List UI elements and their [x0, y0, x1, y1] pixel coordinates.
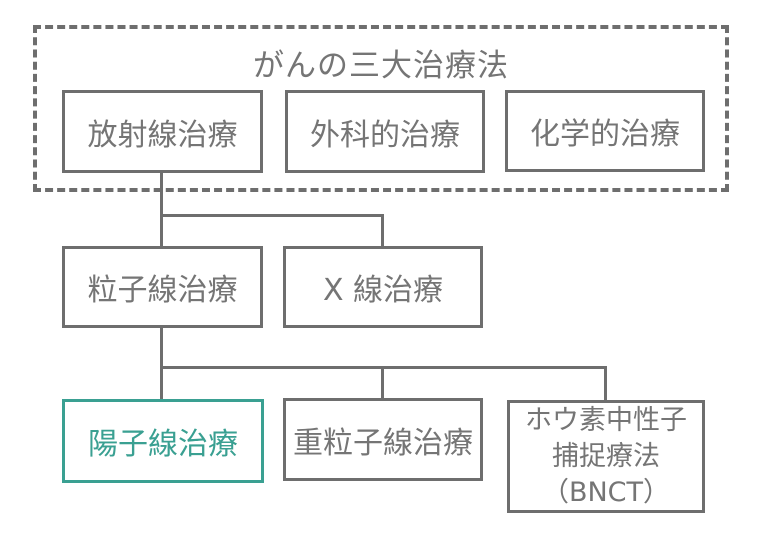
connector-radiation-to-row2-vertical — [160, 172, 163, 246]
node-boron-neutron-capture-therapy: ホウ素中性子 捕捉療法 （BNCT） — [507, 400, 705, 513]
node-particle-beam-therapy: 粒子線治療 — [62, 246, 263, 328]
node-radiation-therapy: 放射線治療 — [62, 90, 263, 173]
connector-heavy-ion-drop-vertical — [381, 366, 384, 398]
three-major-treatments-group-border — [33, 25, 729, 192]
node-bnct-label-line3: （BNCT） — [541, 476, 671, 508]
node-radiation-therapy-label: 放射線治療 — [87, 117, 238, 153]
node-xray-therapy-label: X 線治療 — [322, 273, 444, 308]
node-heavy-particle-beam-therapy: 重粒子線治療 — [283, 398, 483, 481]
connector-particle-to-row3-vertical — [160, 328, 163, 399]
node-surgical-treatment: 外科的治療 — [285, 90, 485, 173]
node-proton-beam-therapy-label: 陽子線治療 — [88, 427, 238, 462]
node-proton-beam-therapy-highlighted: 陽子線治療 — [62, 399, 264, 483]
connector-xray-drop-vertical — [381, 214, 384, 246]
node-chemical-treatment: 化学的治療 — [505, 90, 705, 172]
node-xray-therapy: X 線治療 — [283, 246, 483, 328]
node-surgical-treatment-label: 外科的治療 — [310, 117, 460, 153]
connector-bnct-drop-vertical — [604, 366, 607, 401]
node-heavy-particle-beam-therapy-label: 重粒子線治療 — [293, 425, 473, 461]
node-chemical-treatment-label: 化学的治療 — [530, 117, 680, 152]
node-bnct-label-line2: 捕捉療法 — [552, 440, 660, 472]
three-major-treatments-title: がんの三大治療法 — [253, 48, 509, 84]
node-particle-beam-therapy-label: 粒子線治療 — [87, 273, 238, 308]
node-bnct-label-line1: ホウ素中性子 — [525, 404, 687, 436]
connector-row2-horizontal — [160, 214, 384, 217]
